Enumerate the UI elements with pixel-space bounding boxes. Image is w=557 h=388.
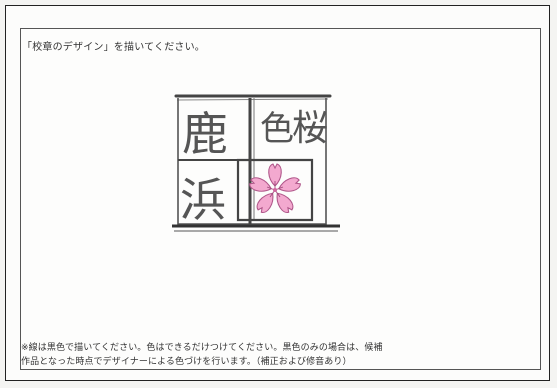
emblem-char-sakura: 桜 (292, 108, 328, 149)
footnote-line-1: ※線は黒色で描いてください。色はできるだけつけてください。黒色のみの場合は、候補 (21, 343, 383, 353)
cherry-blossom-icon (249, 163, 301, 213)
emblem-char-shika: 鹿 (182, 107, 228, 161)
design-sheet (5, 5, 550, 381)
instruction-text: 「校章のデザイン」を描いてください。 (22, 42, 205, 53)
emblem-char-iro: 色 (260, 109, 294, 149)
footnote-line-2: 作品となった時点でデザイナーによる色づけを行います。（補正および修音あり） (21, 357, 352, 367)
emblem-char-hama: 浜 (180, 173, 226, 227)
blossom-frame (236, 158, 314, 222)
emblem-drawing: 鹿 浜 桜 色 (168, 88, 348, 240)
